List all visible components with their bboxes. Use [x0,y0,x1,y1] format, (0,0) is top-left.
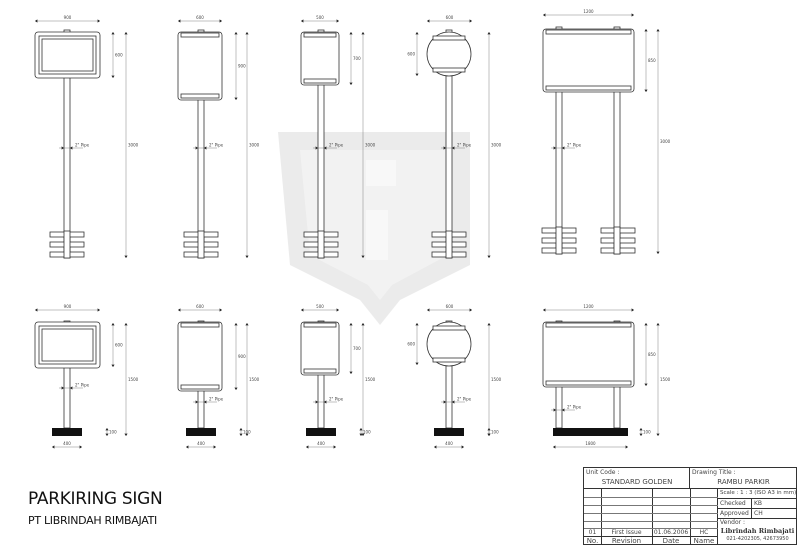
company-name: PT LIBRINDAH RIMBAJATI [28,514,157,527]
board-height-dimension: 600 [115,53,123,58]
base-width-dimension: 400 [445,441,453,446]
approval-cell: Scale : 1 : 3 (ISO A3 in mm) Checked KB … [718,489,797,545]
circle-sign-board [426,321,472,367]
total-height-dimension: 1500 [365,377,376,382]
header-date: Date [662,537,680,545]
base-height-dimension: 100 [491,430,499,435]
width-dimension: 600 [196,304,204,309]
header-no: No. [586,537,599,545]
board-height-dimension: 850 [648,352,656,357]
drawing-title-value: RAMBU PARKIR [717,478,770,486]
watermark-logo [278,132,470,325]
approved-value: CH [754,510,763,517]
total-height-dimension: 3000 [128,143,139,148]
sign-board [177,321,223,392]
vendor-phone: 021-4202305, 42673950 [726,536,789,542]
pipe-label: 2" Pipe [457,397,472,402]
board-height-dimension: 700 [353,346,361,351]
unit-code-label: Unit Code : [586,469,620,476]
sign-board [300,31,340,86]
width-dimension: 600 [446,304,454,309]
sign-board [300,321,340,376]
concrete-base [52,428,82,436]
base-height-dimension: 100 [109,430,117,435]
width-dimension: 600 [446,15,454,20]
total-height-dimension: 3000 [660,139,671,144]
concrete-base [434,428,464,436]
base-height-dimension: 100 [643,430,651,435]
pipe-label: 2" Pipe [329,143,344,148]
header-revision: Revision [611,537,642,545]
revision-desc: First Issue [611,529,642,536]
total-height-dimension: 1500 [491,377,502,382]
board-height-dimension: 900 [238,354,246,359]
pipe-label: 2" Pipe [75,383,90,388]
pipe-label: 2" Pipe [329,397,344,402]
approved-label: Approved [720,510,749,517]
total-height-dimension: 3000 [249,143,260,148]
board-height-dimension: 600 [115,343,123,348]
circle-sign-board [426,31,472,77]
total-height-dimension: 3000 [491,143,502,148]
total-height-dimension: 3000 [365,143,376,148]
pipe-label: 2" Pipe [567,143,582,148]
width-dimension: 500 [316,304,324,309]
base-width-dimension: 400 [317,441,325,446]
base-height-dimension: 100 [363,430,371,435]
base-height-dimension: 100 [243,430,251,435]
board-height-dimension: 900 [238,64,246,69]
title-block: Unit Code : STANDARD GOLDEN Drawing Titl… [583,467,797,545]
concrete-base [553,428,628,436]
board-height-dimension: 600 [407,52,415,57]
pipe-label: 2" Pipe [567,405,582,410]
sign-board [542,28,635,93]
base-width-dimension: 400 [63,441,71,446]
width-dimension: 1200 [583,9,594,14]
width-dimension: 900 [64,304,72,309]
board-height-dimension: 850 [648,58,656,63]
drawing-title-label: Drawing Title : [692,469,736,476]
base-width-dimension: 1800 [585,441,596,446]
unit-code-value: STANDARD GOLDEN [601,478,673,486]
revision-date: 01.06.2006 [653,529,689,536]
width-dimension: 600 [196,15,204,20]
header-name: Name [693,537,715,545]
drawing-title-cell: Drawing Title : RAMBU PARKIR [690,468,797,489]
sign-board [542,321,635,388]
vendor-label: Vendor : [720,519,746,526]
scale-text: Scale : 1 : 3 (ISO A3 in mm) [720,490,797,496]
width-dimension: 1200 [583,304,594,309]
vendor-name: Librindah Rimbajati [720,527,795,535]
total-height-dimension: 1500 [249,377,260,382]
concrete-base [186,428,216,436]
board-height-dimension: 600 [407,342,415,347]
width-dimension: 500 [316,15,324,20]
sign-board [177,31,223,101]
pipe-label: 2" Pipe [75,143,90,148]
drawing-title: PARKIRING SIGN [28,489,163,509]
concrete-base [306,428,336,436]
base-width-dimension: 400 [197,441,205,446]
width-dimension: 900 [64,15,72,20]
revision-no: 01 [588,529,597,536]
pipe-label: 2" Pipe [209,143,224,148]
board-height-dimension: 700 [353,56,361,61]
revision-table: 01 First Issue 01.06.2006 HC No. Revisio… [584,489,718,545]
total-height-dimension: 1500 [660,377,671,382]
total-height-dimension: 1500 [128,377,139,382]
checked-label: Checked [720,500,746,507]
pipe-label: 2" Pipe [457,143,472,148]
unit-code-cell: Unit Code : STANDARD GOLDEN [584,468,690,489]
pipe-label: 2" Pipe [209,397,224,402]
revision-name: HC [699,529,709,536]
checked-value: KB [754,500,763,507]
